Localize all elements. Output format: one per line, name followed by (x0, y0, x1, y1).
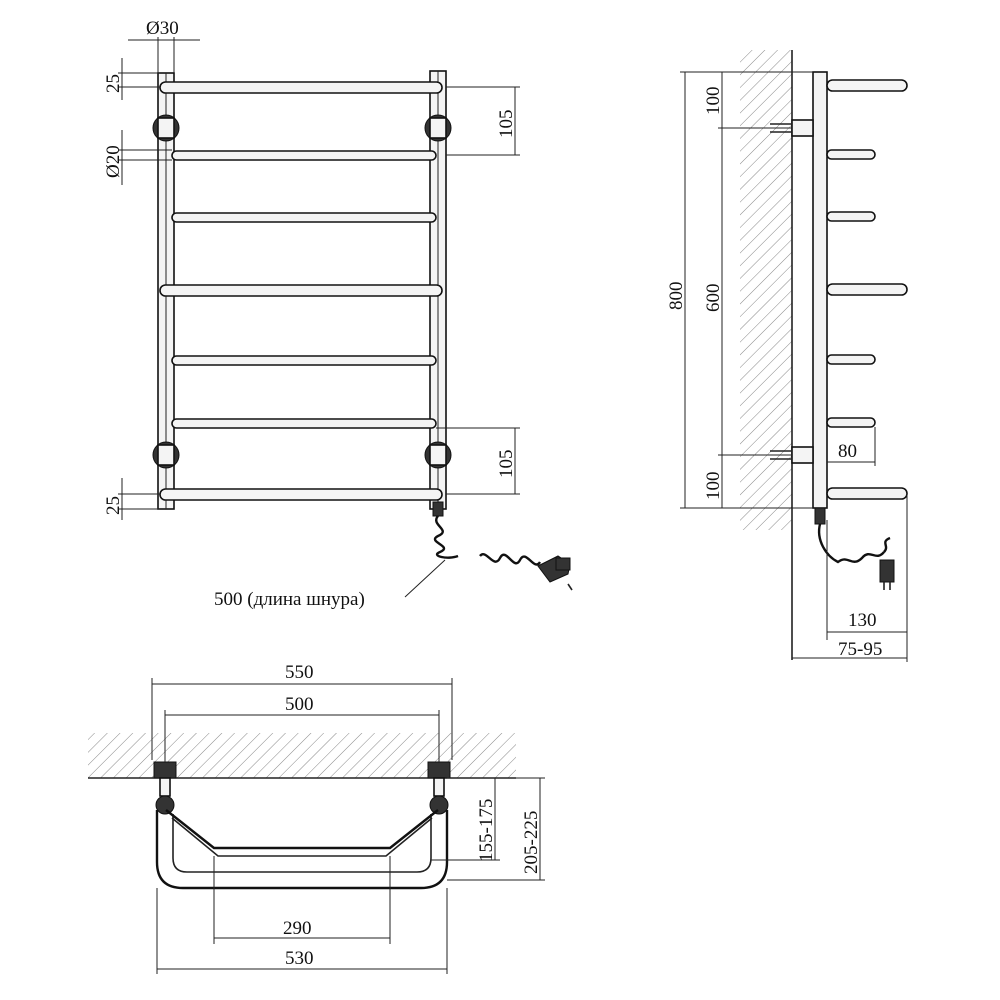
side-heater-cord (814, 507, 895, 590)
front-view: 500 (длина шнура) Ø30 25 Ø20 105 (103, 18, 573, 610)
dim-bottom-mount-105: 105 (496, 450, 517, 479)
top-view: 550 500 290 530 155-175 205-22 (88, 662, 545, 974)
dim-side-top-100: 100 (703, 87, 724, 116)
dim-short-rung-80: 80 (838, 441, 857, 462)
front-dimensions: Ø30 25 Ø20 105 105 25 (103, 18, 520, 520)
dim-tube-diameter-30: Ø30 (146, 18, 179, 39)
dim-inner-width-290: 290 (283, 918, 312, 939)
top-inner-rail (165, 809, 439, 850)
top-dimensions: 550 500 290 530 155-175 205-22 (151, 662, 545, 974)
dim-overall-width-550: 550 (285, 662, 314, 683)
dim-total-height-800: 800 (666, 282, 687, 311)
front-heater-cord: 500 (длина шнура) (214, 501, 573, 610)
dim-depth-130: 130 (848, 610, 877, 631)
side-wall-hatch (740, 50, 792, 530)
dim-depth-inner: 155-175 (476, 799, 497, 862)
side-view: 800 100 600 100 80 130 75-95 (666, 50, 908, 662)
side-mount-brackets (770, 119, 814, 464)
side-dimensions: 800 100 600 100 80 130 75-95 (666, 71, 908, 662)
dim-top-offset: 25 (103, 74, 124, 93)
dim-top-mount-105: 105 (496, 110, 517, 139)
dim-bottom-offset: 25 (103, 496, 124, 515)
dim-side-bottom-100: 100 (703, 472, 724, 501)
top-outer-rail (155, 810, 449, 890)
top-wall-mounts (153, 761, 451, 815)
front-rungs (159, 81, 443, 501)
side-rungs (826, 79, 908, 500)
dim-depth-outer: 205-225 (521, 811, 542, 874)
side-upright (812, 71, 828, 509)
dim-rung-diameter-20: Ø20 (103, 145, 124, 178)
dim-mount-width-500: 500 (285, 694, 314, 715)
cord-length-label: 500 (длина шнура) (214, 589, 365, 610)
dim-bottom-width-530: 530 (285, 948, 314, 969)
dim-wall-gap: 75-95 (838, 639, 882, 660)
front-mount-brackets (152, 114, 452, 469)
dim-mount-spacing-600: 600 (703, 284, 724, 313)
